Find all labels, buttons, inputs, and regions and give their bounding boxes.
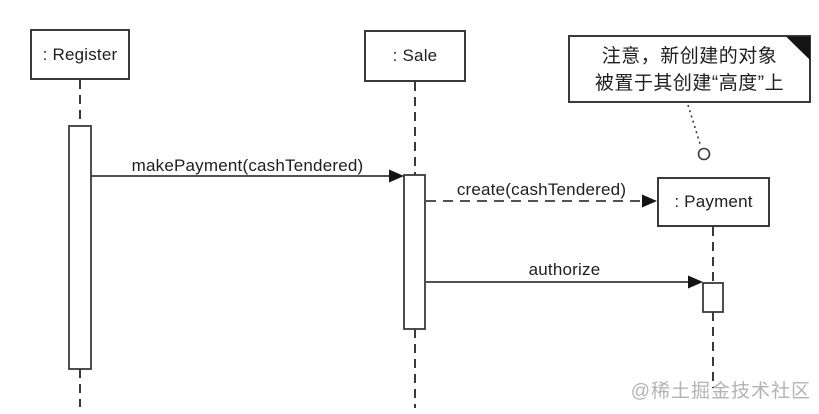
- lifeline-box-sale: : Sale: [364, 30, 466, 82]
- message-label-authorize: authorize: [528, 260, 601, 279]
- message-label-create: create(cashTendered): [456, 180, 627, 199]
- activation-bar-sale: [403, 174, 426, 330]
- message-label-makepayment: makePayment(cashTendered): [131, 156, 364, 175]
- watermark: @稀土掘金技术社区: [630, 381, 811, 402]
- activation-bar-register: [68, 125, 92, 370]
- note-box: 注意，新创建的对象 被置于其创建“高度”上: [568, 35, 811, 103]
- lifeline-label-payment: : Payment: [674, 192, 753, 211]
- note-text-line1: 注意，新创建的对象: [601, 46, 778, 67]
- lifeline-box-payment: : Payment: [657, 177, 770, 227]
- lifeline-box-register: : Register: [30, 29, 130, 80]
- note-text-line2: 被置于其创建“高度”上: [594, 73, 785, 94]
- activation-bar-payment: [702, 282, 724, 313]
- note-connector-dotted-line: [687, 104, 702, 148]
- lifeline-label-register: : Register: [42, 44, 118, 64]
- lifeline-label-sale: : Sale: [392, 46, 438, 65]
- note-anchor-circle: [697, 147, 711, 161]
